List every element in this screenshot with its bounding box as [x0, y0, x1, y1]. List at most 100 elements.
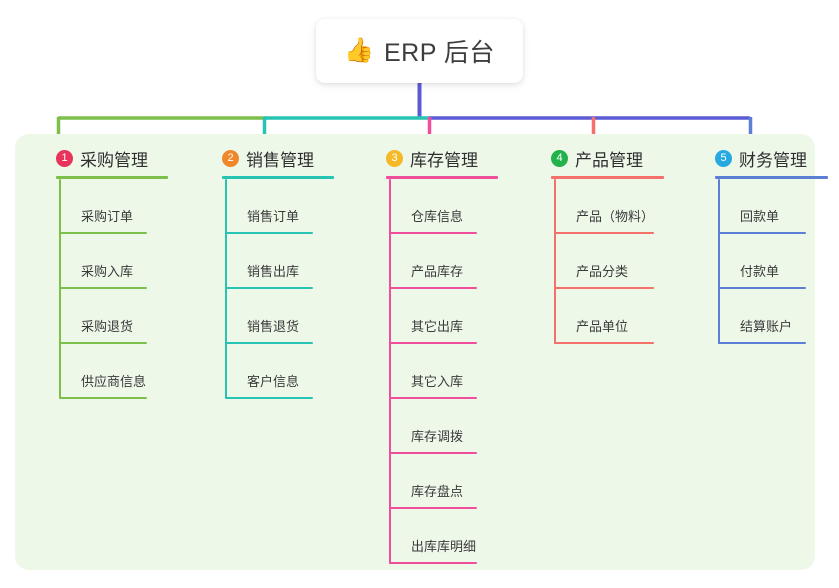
branch-column-purchase: 1 采购管理采购订单采购入库采购退货供应商信息 — [34, 144, 168, 399]
branch-item-underline — [59, 342, 147, 344]
branch-item-label: 回款单 — [740, 209, 780, 224]
branch-item-underline — [389, 287, 477, 289]
branch-item-underline — [389, 507, 477, 509]
branch-item-underline — [718, 287, 806, 289]
branch-item-underline — [554, 342, 654, 344]
branch-item-underline — [389, 562, 477, 564]
branch-item-underline — [718, 342, 806, 344]
branch-title-product: 产品管理 — [575, 150, 643, 170]
branches-panel — [15, 134, 815, 570]
branch-item-label: 销售出库 — [247, 264, 300, 279]
branch-item-label: 采购订单 — [81, 209, 134, 224]
branch-item-label: 产品库存 — [411, 264, 464, 279]
branch-item-underline — [59, 232, 147, 234]
branch-spine-product — [554, 179, 556, 344]
branch-item-underline — [59, 287, 147, 289]
branch-column-product: 4 产品管理产品（物料） 产品分类产品单位 — [529, 144, 664, 344]
branch-items-purchase: 采购订单采购入库采购退货供应商信息 — [59, 179, 168, 399]
branch-item[interactable]: 产品单位 — [554, 289, 664, 344]
branch-underline-product — [551, 176, 664, 179]
branch-item-label: 其它出库 — [411, 319, 464, 334]
branch-item[interactable]: 库存盘点 — [389, 454, 498, 509]
branch-item-label: 结算账户 — [740, 319, 793, 334]
branch-item-label: 销售退货 — [247, 319, 300, 334]
branch-spine-inventory — [389, 179, 391, 564]
branch-item[interactable]: 仓库信息 — [389, 179, 498, 234]
branch-items-finance: 回款单付款单结算账户 — [718, 179, 828, 344]
branch-number-badge-finance: 5 — [715, 149, 732, 167]
branch-items-inventory: 仓库信息产品库存其它出库其它入库库存调拨库存盘点出库库明细 — [389, 179, 498, 564]
branch-item-label: 库存盘点 — [411, 484, 464, 499]
branch-item-label: 客户信息 — [247, 374, 300, 389]
branch-item[interactable]: 付款单 — [718, 234, 828, 289]
branch-item-label: 仓库信息 — [411, 209, 464, 224]
branch-item-label: 产品单位 — [576, 319, 629, 334]
branch-item-label: 其它入库 — [411, 374, 464, 389]
branch-item[interactable]: 采购订单 — [59, 179, 168, 234]
branch-item-label: 产品分类 — [576, 264, 629, 279]
thumbs-up-icon: 👍 — [344, 37, 374, 64]
branch-column-finance: 5 财务管理回款单付款单结算账户 — [693, 144, 828, 344]
branch-spine-sales — [225, 179, 227, 399]
branch-header-inventory[interactable]: 3 库存管理 — [364, 144, 498, 172]
branch-title-purchase: 采购管理 — [80, 150, 148, 170]
branch-item[interactable]: 库存调拨 — [389, 399, 498, 454]
branch-item[interactable]: 采购退货 — [59, 289, 168, 344]
branch-item-label: 采购退货 — [81, 319, 134, 334]
branch-item[interactable]: 出库库明细 — [389, 509, 498, 564]
branch-item-underline — [225, 287, 313, 289]
branch-items-sales: 销售订单销售出库销售退货客户信息 — [225, 179, 334, 399]
root-node[interactable]: 👍 ERP 后台 — [316, 19, 523, 83]
branch-item[interactable]: 采购入库 — [59, 234, 168, 289]
branch-item[interactable]: 销售订单 — [225, 179, 334, 234]
branch-number-badge-product: 4 — [551, 149, 568, 167]
branch-item-label: 采购入库 — [81, 264, 134, 279]
branch-item[interactable]: 其它出库 — [389, 289, 498, 344]
branch-item-underline — [554, 232, 654, 234]
branch-item-underline — [225, 397, 313, 399]
branch-item[interactable]: 其它入库 — [389, 344, 498, 399]
branch-column-inventory: 3 库存管理仓库信息产品库存其它出库其它入库库存调拨库存盘点出库库明细 — [364, 144, 498, 564]
branch-title-finance: 财务管理 — [739, 150, 807, 170]
branch-item[interactable]: 产品（物料） — [554, 179, 664, 234]
branch-column-sales: 2 销售管理销售订单销售出库销售退货客户信息 — [200, 144, 334, 399]
branch-number-badge-purchase: 1 — [56, 149, 73, 167]
branch-item-underline — [389, 397, 477, 399]
branch-underline-purchase — [56, 176, 168, 179]
branch-underline-inventory — [386, 176, 498, 179]
branch-item[interactable]: 供应商信息 — [59, 344, 168, 399]
branch-item-label: 销售订单 — [247, 209, 300, 224]
branch-item-label: 出库库明细 — [411, 539, 477, 554]
root-title: ERP 后台 — [383, 39, 495, 67]
branch-header-purchase[interactable]: 1 采购管理 — [34, 144, 168, 172]
branch-underline-finance — [715, 176, 828, 179]
branch-spine-finance — [718, 179, 720, 344]
branch-spine-purchase — [59, 179, 61, 399]
branch-underline-sales — [222, 176, 334, 179]
branch-item[interactable]: 客户信息 — [225, 344, 334, 399]
branch-header-finance[interactable]: 5 财务管理 — [693, 144, 828, 172]
branch-item[interactable]: 销售退货 — [225, 289, 334, 344]
branch-number-badge-inventory: 3 — [386, 149, 403, 167]
branch-item-label: 付款单 — [740, 264, 780, 279]
branch-header-product[interactable]: 4 产品管理 — [529, 144, 664, 172]
branch-item-underline — [225, 232, 313, 234]
branch-item-underline — [225, 342, 313, 344]
branch-item[interactable]: 产品分类 — [554, 234, 664, 289]
branch-title-sales: 销售管理 — [246, 150, 314, 170]
branch-item[interactable]: 销售出库 — [225, 234, 334, 289]
branch-header-sales[interactable]: 2 销售管理 — [200, 144, 334, 172]
branch-number-badge-sales: 2 — [222, 149, 239, 167]
branch-item-label: 产品（物料） — [576, 209, 655, 224]
branch-item[interactable]: 回款单 — [718, 179, 828, 234]
branch-items-product: 产品（物料） 产品分类产品单位 — [554, 179, 664, 344]
branch-item-underline — [389, 452, 477, 454]
branch-item[interactable]: 结算账户 — [718, 289, 828, 344]
branch-item[interactable]: 产品库存 — [389, 234, 498, 289]
branch-item-label: 供应商信息 — [81, 374, 147, 389]
branch-item-label: 库存调拨 — [411, 429, 464, 444]
branch-title-inventory: 库存管理 — [410, 150, 478, 170]
branch-item-underline — [389, 342, 477, 344]
branch-item-underline — [59, 397, 147, 399]
